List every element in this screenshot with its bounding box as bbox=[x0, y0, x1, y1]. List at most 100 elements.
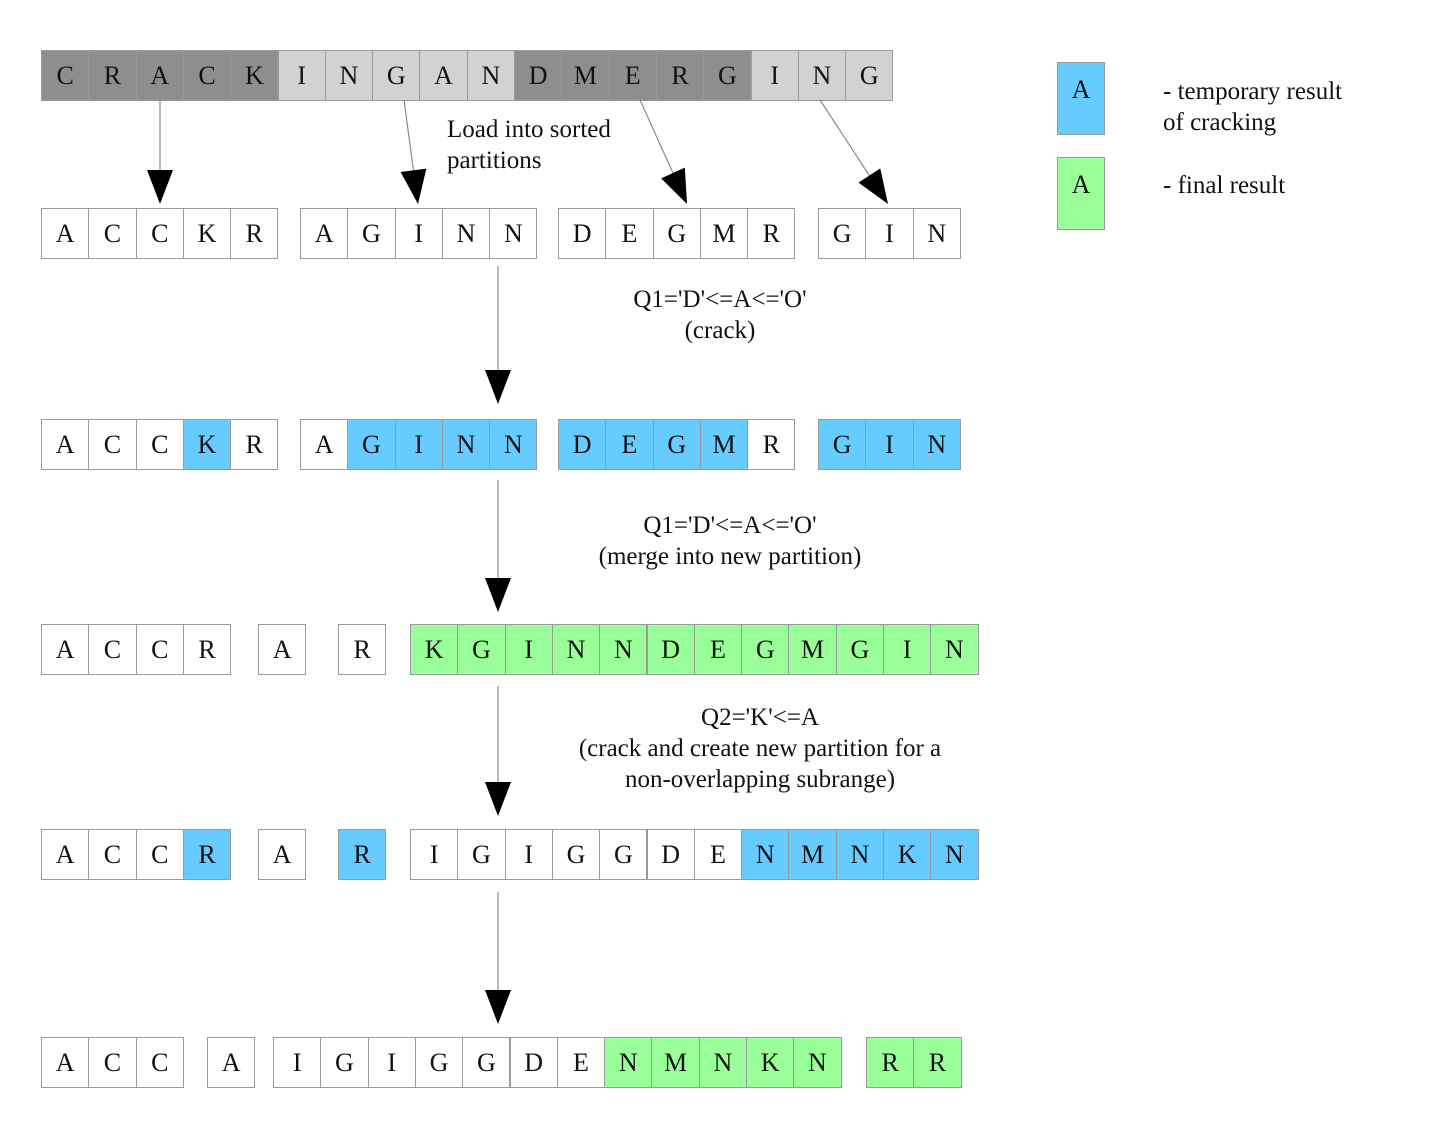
value-cell: I bbox=[367, 1037, 416, 1088]
value-cell: N bbox=[930, 624, 979, 675]
value-cell: I bbox=[504, 624, 553, 675]
value-cell: R bbox=[182, 829, 232, 880]
value-cell: G bbox=[703, 50, 752, 101]
value-cell: C bbox=[41, 50, 90, 101]
value-cell: D bbox=[509, 1037, 558, 1088]
value-cell: C bbox=[135, 419, 184, 470]
legend-temporary-line2: of cracking bbox=[1163, 109, 1277, 136]
flow-arrow-line bbox=[819, 99, 870, 176]
value-cell: R bbox=[230, 419, 279, 470]
value-cell: R bbox=[655, 50, 705, 101]
value-cell: M bbox=[699, 419, 749, 470]
q1-merge-label: Q1='D'<=A<='O' (merge into new partition… bbox=[560, 510, 900, 572]
value-cell: N bbox=[551, 624, 601, 675]
value-cell: N bbox=[698, 1037, 747, 1088]
value-cell: R bbox=[866, 1037, 915, 1088]
q1-crack-label: Q1='D'<=A<='O' (crack) bbox=[570, 284, 870, 346]
value-cell: N bbox=[930, 829, 979, 880]
value-cell: C bbox=[88, 208, 137, 259]
value-cell: R bbox=[182, 624, 232, 675]
value-cell: K bbox=[182, 419, 232, 470]
arrow-head bbox=[400, 168, 427, 204]
value-cell: I bbox=[750, 50, 799, 101]
value-cell: K bbox=[883, 829, 932, 880]
value-cell: R bbox=[338, 624, 387, 675]
value-cell: G bbox=[320, 1037, 369, 1088]
value-cell: G bbox=[652, 419, 701, 470]
value-cell: N bbox=[793, 1037, 842, 1088]
value-cell: D bbox=[646, 624, 695, 675]
value-cell: N bbox=[324, 50, 374, 101]
q2-crack-label: Q2='K'<=A (crack and create new partitio… bbox=[540, 702, 980, 795]
value-cell: I bbox=[273, 1037, 322, 1088]
value-cell: G bbox=[414, 1037, 464, 1088]
arrow-head bbox=[485, 578, 511, 612]
value-cell: C bbox=[135, 208, 184, 259]
legend-temporary-swatch: A bbox=[1057, 62, 1105, 135]
value-cell: E bbox=[605, 419, 654, 470]
value-cell: D bbox=[514, 50, 563, 101]
value-cell: G bbox=[741, 624, 790, 675]
value-cell: K bbox=[410, 624, 459, 675]
load-label-line1: Load into sorted bbox=[447, 116, 611, 143]
value-cell: G bbox=[845, 50, 894, 101]
value-cell: A bbox=[300, 208, 349, 259]
arrow-head bbox=[485, 370, 511, 404]
value-cell: G bbox=[835, 624, 884, 675]
q2-crack-line1: Q2='K'<=A bbox=[701, 704, 819, 731]
arrow-head bbox=[485, 990, 511, 1024]
q2-crack-line2: (crack and create new partition for a bbox=[578, 735, 942, 762]
value-cell: C bbox=[88, 419, 137, 470]
value-cell: I bbox=[394, 208, 443, 259]
value-cell: E bbox=[693, 829, 743, 880]
value-cell: A bbox=[258, 829, 307, 880]
legend-final-text: - final result bbox=[1163, 170, 1285, 201]
value-cell: N bbox=[912, 419, 961, 470]
value-cell: K bbox=[230, 50, 279, 101]
flow-arrow-line bbox=[403, 99, 415, 171]
value-cell: I bbox=[504, 829, 553, 880]
value-cell: C bbox=[135, 1037, 184, 1088]
value-cell: A bbox=[419, 50, 468, 101]
q2-crack-line3: non-overlapping subrange) bbox=[624, 766, 896, 793]
value-cell: N bbox=[912, 208, 961, 259]
arrow-head bbox=[661, 167, 687, 204]
value-cell: N bbox=[797, 50, 847, 101]
value-cell: A bbox=[300, 419, 349, 470]
value-cell: A bbox=[207, 1037, 256, 1088]
arrow-head bbox=[147, 170, 173, 204]
value-cell: R bbox=[230, 208, 279, 259]
value-cell: R bbox=[747, 208, 796, 259]
value-cell: M bbox=[788, 624, 837, 675]
legend-temporary-line1: - temporary result bbox=[1163, 78, 1343, 105]
load-label: Load into sorted partitions bbox=[447, 114, 611, 176]
value-cell: D bbox=[558, 208, 607, 259]
legend-temporary-swatch-label: A bbox=[1071, 75, 1091, 104]
arrow-head bbox=[858, 168, 888, 204]
value-cell: G bbox=[551, 829, 601, 880]
load-label-line2: partitions bbox=[447, 147, 542, 174]
value-cell: G bbox=[818, 419, 867, 470]
value-cell: E bbox=[605, 208, 654, 259]
value-cell: C bbox=[135, 624, 184, 675]
value-cell: G bbox=[347, 419, 396, 470]
value-cell: I bbox=[865, 419, 914, 470]
q1-merge-line1: Q1='D'<=A<='O' bbox=[643, 512, 817, 539]
value-cell: R bbox=[913, 1037, 962, 1088]
value-cell: E bbox=[608, 50, 657, 101]
value-cell: I bbox=[883, 624, 932, 675]
value-cell: R bbox=[747, 419, 796, 470]
value-cell: G bbox=[372, 50, 421, 101]
value-cell: N bbox=[599, 624, 648, 675]
value-cell: G bbox=[347, 208, 396, 259]
value-cell: A bbox=[258, 624, 307, 675]
value-cell: N bbox=[489, 208, 538, 259]
value-cell: M bbox=[651, 1037, 700, 1088]
value-cell: G bbox=[457, 624, 506, 675]
value-cell: E bbox=[693, 624, 743, 675]
arrow-head bbox=[485, 782, 511, 816]
value-cell: C bbox=[88, 1037, 137, 1088]
legend-final-swatch-label: A bbox=[1071, 170, 1091, 199]
value-cell: A bbox=[135, 50, 184, 101]
